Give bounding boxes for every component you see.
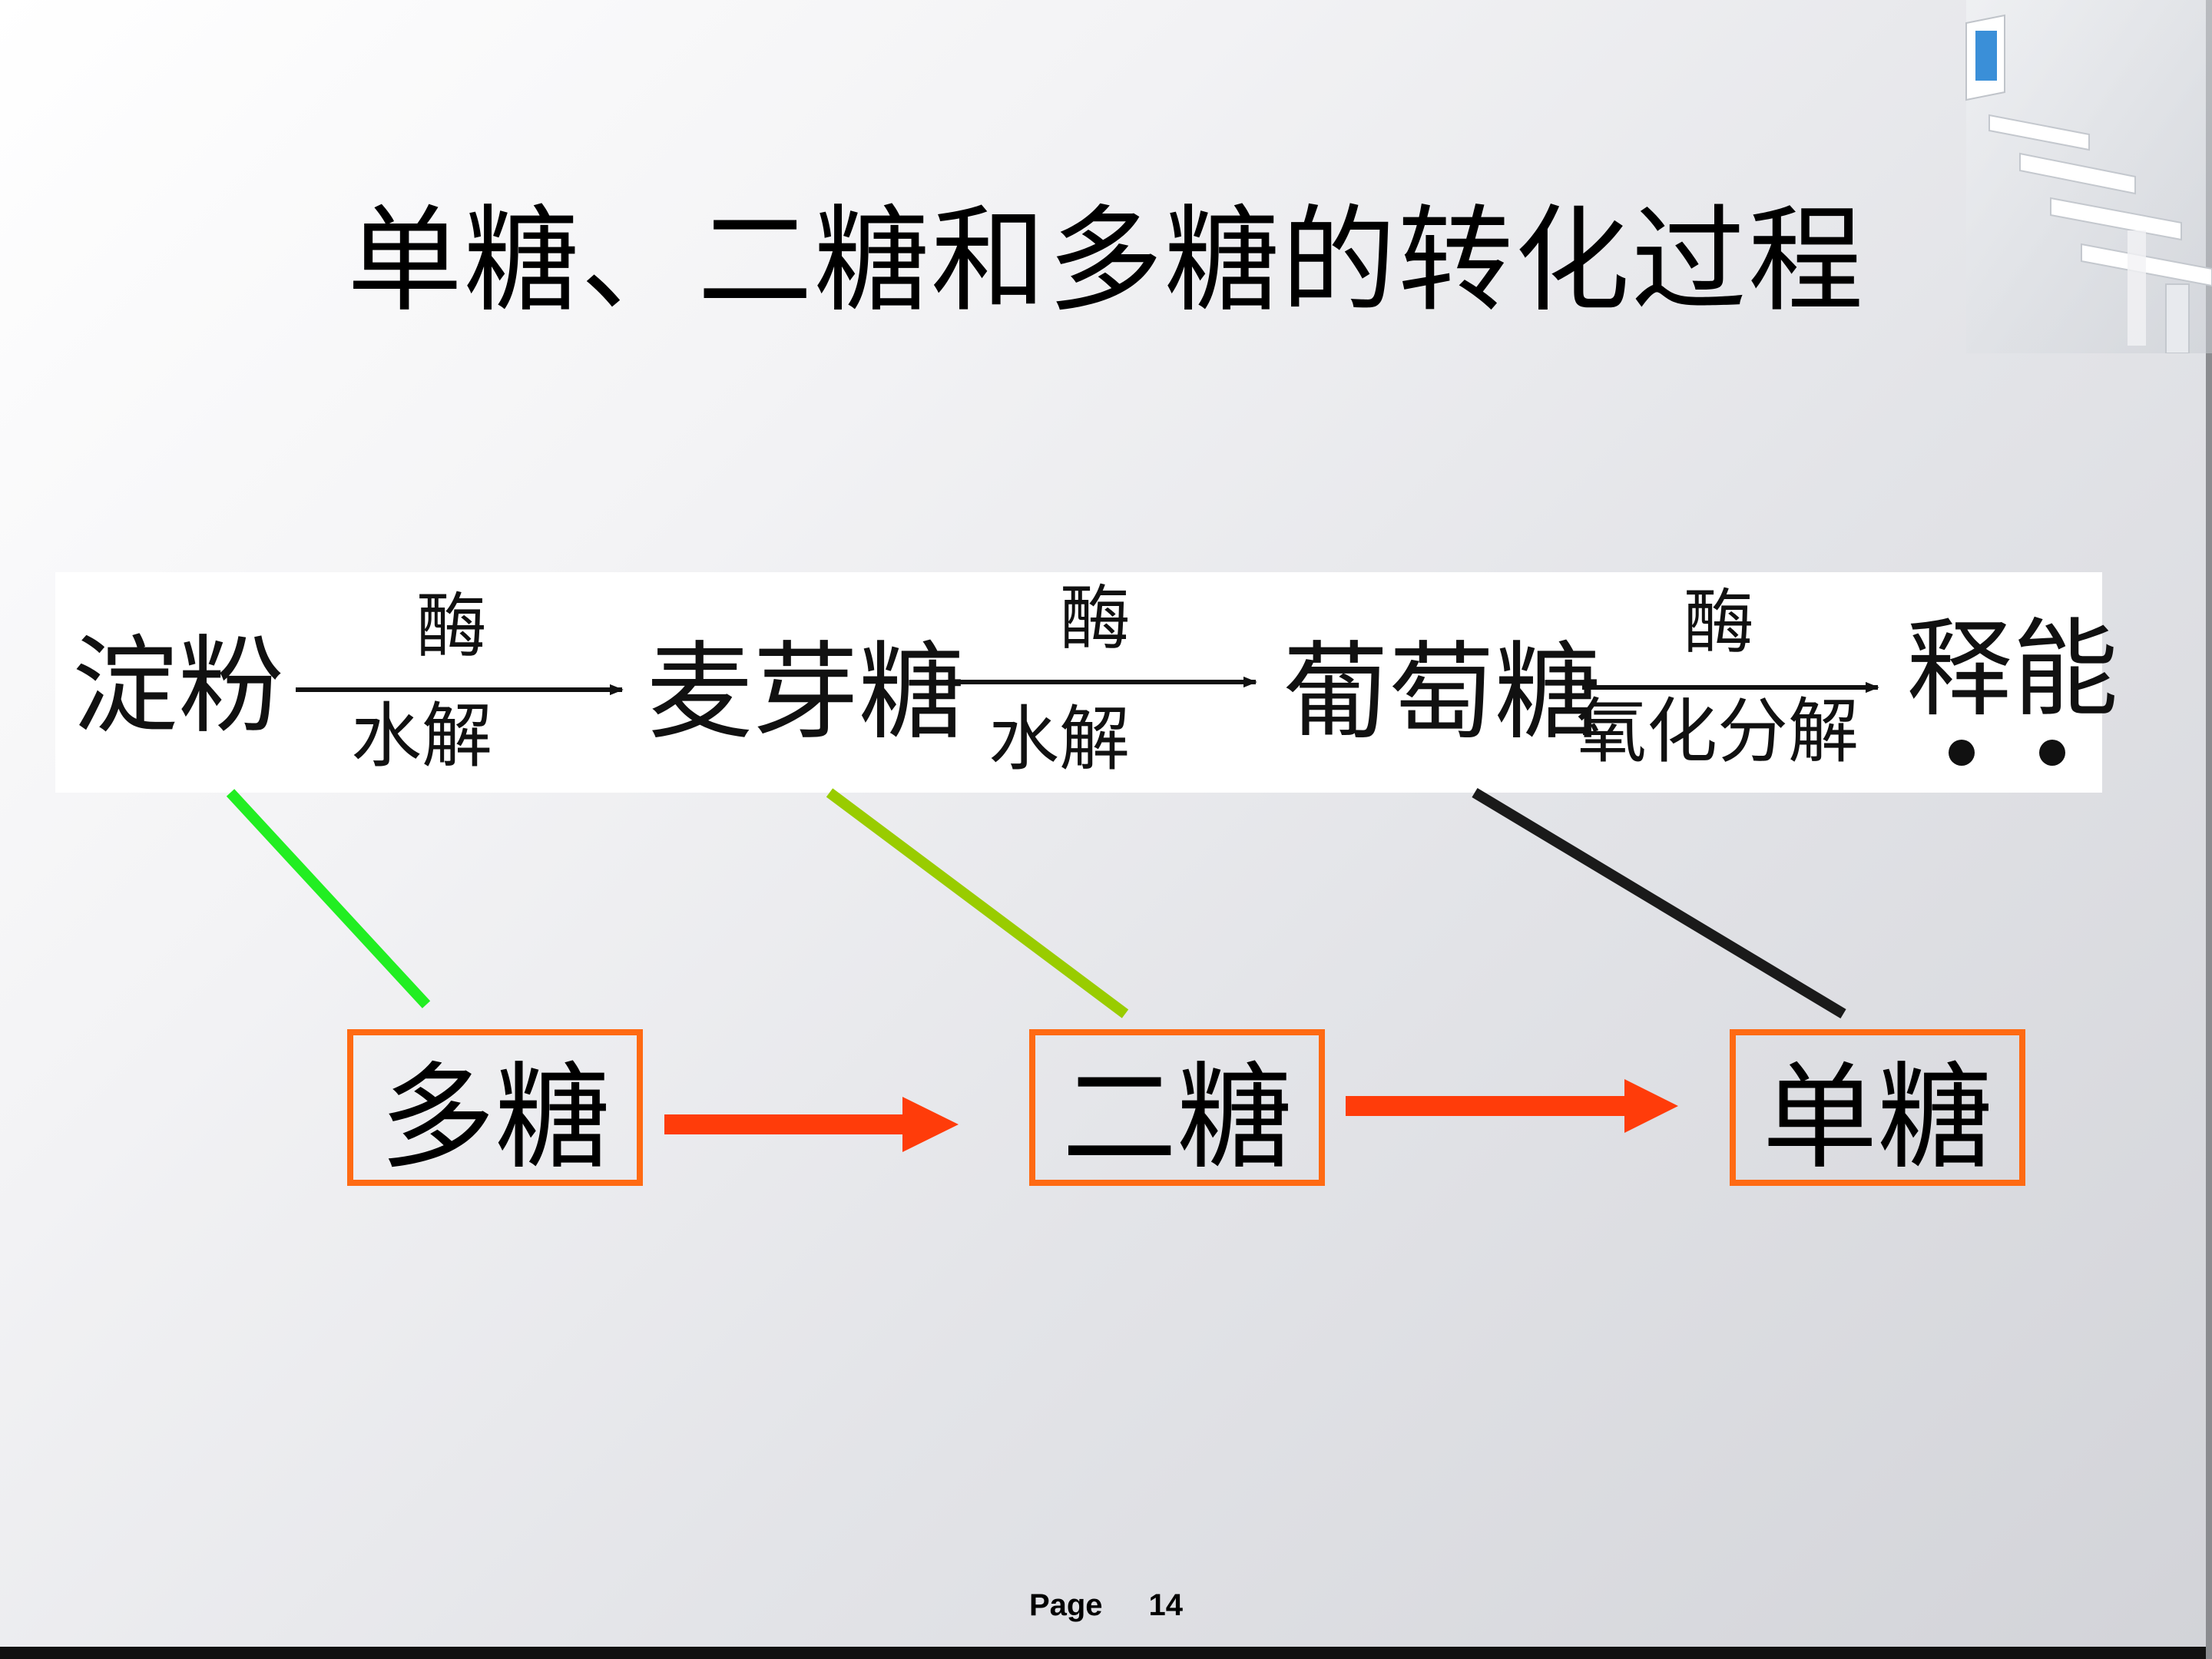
page-title: 单糖、二糖和多糖的转化过程 [346,194,1865,328]
term-glucose: 葡萄糖 [1283,631,1601,754]
condition-enzyme-2: 酶 [1060,578,1131,660]
condition-enzyme-3: 酶 [1684,581,1755,664]
condition-hydrolysis-2: 水解 [988,698,1131,780]
slide-right-edge [2206,0,2212,1659]
reaction-equation: 淀粉 酶 水解 麦芽糖 酶 水解 葡萄糖 酶 氧化分解 释能 [55,572,2118,793]
term-starch: 淀粉 [72,624,285,748]
emphasis-dot [2039,740,2065,766]
flow-arrow-shaft-1 [664,1114,906,1134]
condition-oxidation: 氧化分解 [1576,690,1859,773]
flow-arrow-head-2 [1624,1079,1678,1133]
box-monosaccharide: 单糖 [1730,1029,2025,1186]
condition-enzyme-1: 酶 [416,585,488,667]
slide-bottom-bar [0,1647,2212,1659]
page-label: Page [1028,1588,1103,1622]
term-maltose: 麦芽糖 [647,631,965,754]
flow-arrow-shaft-2 [1346,1096,1630,1116]
connector-maltose-disaccharide [826,788,1129,1018]
staircase-illustration [1965,0,2212,353]
page-number: 14 [1148,1588,1184,1622]
condition-hydrolysis-1: 水解 [351,695,493,777]
flow-arrow-head-1 [902,1097,959,1152]
page-footer: Page 14 [0,1588,2212,1623]
term-energy: 释能 [1906,608,2119,731]
box-disaccharide: 二糖 [1029,1029,1325,1186]
emphasis-dot [1949,740,1975,766]
box-polysaccharide: 多糖 [347,1029,643,1186]
connector-starch-polysaccharide [226,789,431,1008]
connector-glucose-monosaccharide [1472,787,1846,1019]
